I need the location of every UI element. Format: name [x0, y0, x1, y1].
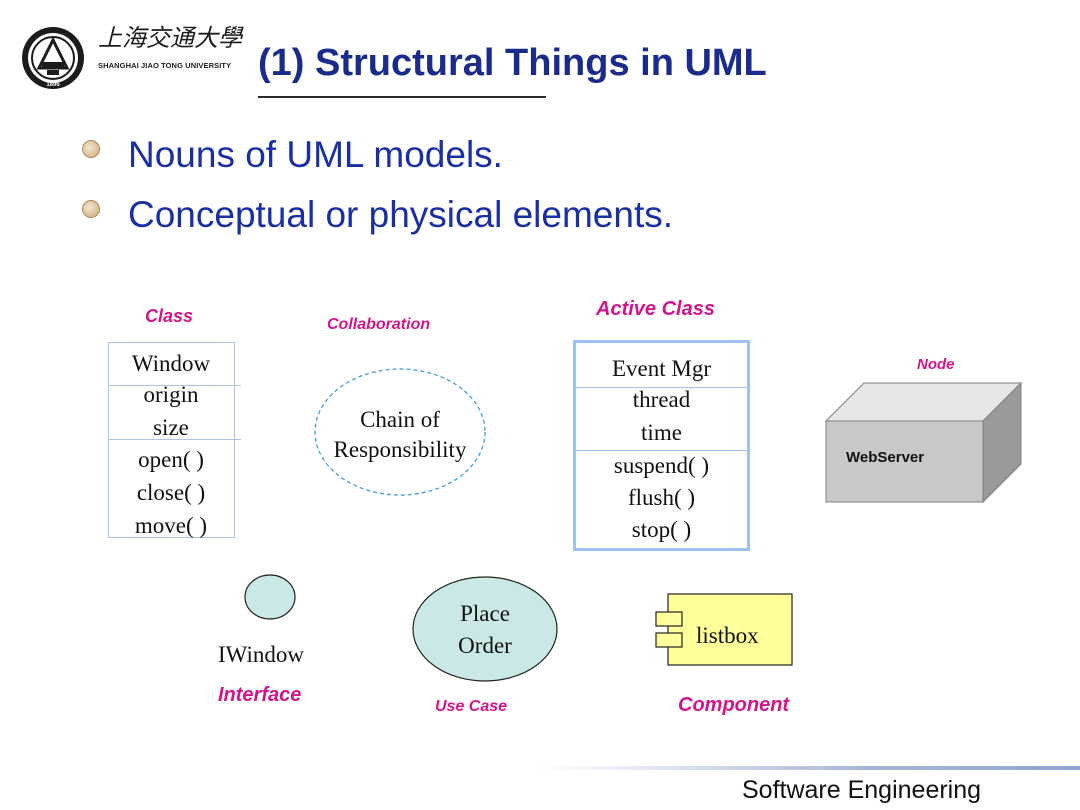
active-class-label: Active Class — [596, 298, 715, 320]
interface-label: Interface — [218, 684, 302, 706]
title-underline — [258, 96, 546, 98]
active-class-operation: stop( ) — [631, 517, 692, 542]
active-class-divider-2 — [576, 450, 747, 451]
class-label: Class — [145, 306, 194, 326]
bullet-text: Nouns of UML models. — [128, 134, 503, 175]
class-name: Window — [131, 351, 211, 376]
active-class-box: Event Mgr thread time suspend( ) flush( … — [573, 340, 750, 551]
university-logo: 上海交通大學 SHANGHAI JIAO TONG UNIVERSITY 189… — [20, 22, 242, 100]
use-case-label: Use Case — [435, 698, 508, 715]
footer-rule — [540, 766, 1080, 770]
class-border-left — [108, 342, 109, 538]
interface-lollipop — [244, 574, 296, 620]
component-text: listbox — [696, 623, 759, 648]
interface-name: IWindow — [218, 642, 304, 667]
class-divider-1 — [108, 385, 241, 386]
bullet-text: Conceptual or physical elements. — [128, 194, 674, 235]
seal-bullet-icon — [82, 200, 100, 218]
class-border-bottom — [108, 537, 234, 538]
class-box: Window origin size open( ) close( ) move… — [108, 342, 241, 538]
university-name-cn: 上海交通大學 — [98, 24, 242, 52]
collaboration-ellipse — [314, 368, 486, 496]
active-class-attribute: time — [641, 420, 682, 445]
use-case-text-line: Place — [460, 601, 510, 626]
class-operation: open( ) — [138, 447, 204, 472]
active-class-attribute: thread — [632, 387, 691, 412]
university-name-en: SHANGHAI JIAO TONG UNIVERSITY — [98, 61, 232, 70]
collaboration-label: Collaboration — [327, 316, 431, 333]
node-text: WebServer — [846, 449, 925, 466]
active-class-operation: suspend( ) — [613, 453, 710, 478]
component-box — [655, 593, 793, 666]
class-border-top — [108, 342, 234, 343]
class-divider-2 — [108, 439, 241, 440]
class-border-right — [234, 342, 235, 538]
collaboration-text-line: Responsibility — [333, 437, 467, 462]
class-operation: move( ) — [134, 513, 208, 538]
node-label: Node — [917, 356, 955, 373]
active-class-operation: flush( ) — [627, 485, 696, 510]
slide-title: (1) Structural Things in UML — [258, 42, 767, 84]
active-class-name: Event Mgr — [611, 356, 711, 381]
footer-text: Software Engineering — [742, 776, 982, 804]
university-seal-icon — [22, 27, 84, 89]
use-case-ellipse — [412, 576, 558, 682]
component-label: Component — [678, 694, 790, 716]
class-attribute: origin — [143, 382, 199, 407]
node-cube — [824, 381, 1023, 504]
active-class-divider-1 — [576, 387, 747, 388]
collaboration-text-line: Chain of — [360, 407, 440, 432]
seal-year: 1896 — [46, 82, 60, 88]
class-operation: close( ) — [136, 480, 206, 505]
seal-bullet-icon — [82, 140, 100, 158]
use-case-text-line: Order — [458, 633, 512, 658]
class-attribute: size — [153, 415, 189, 440]
